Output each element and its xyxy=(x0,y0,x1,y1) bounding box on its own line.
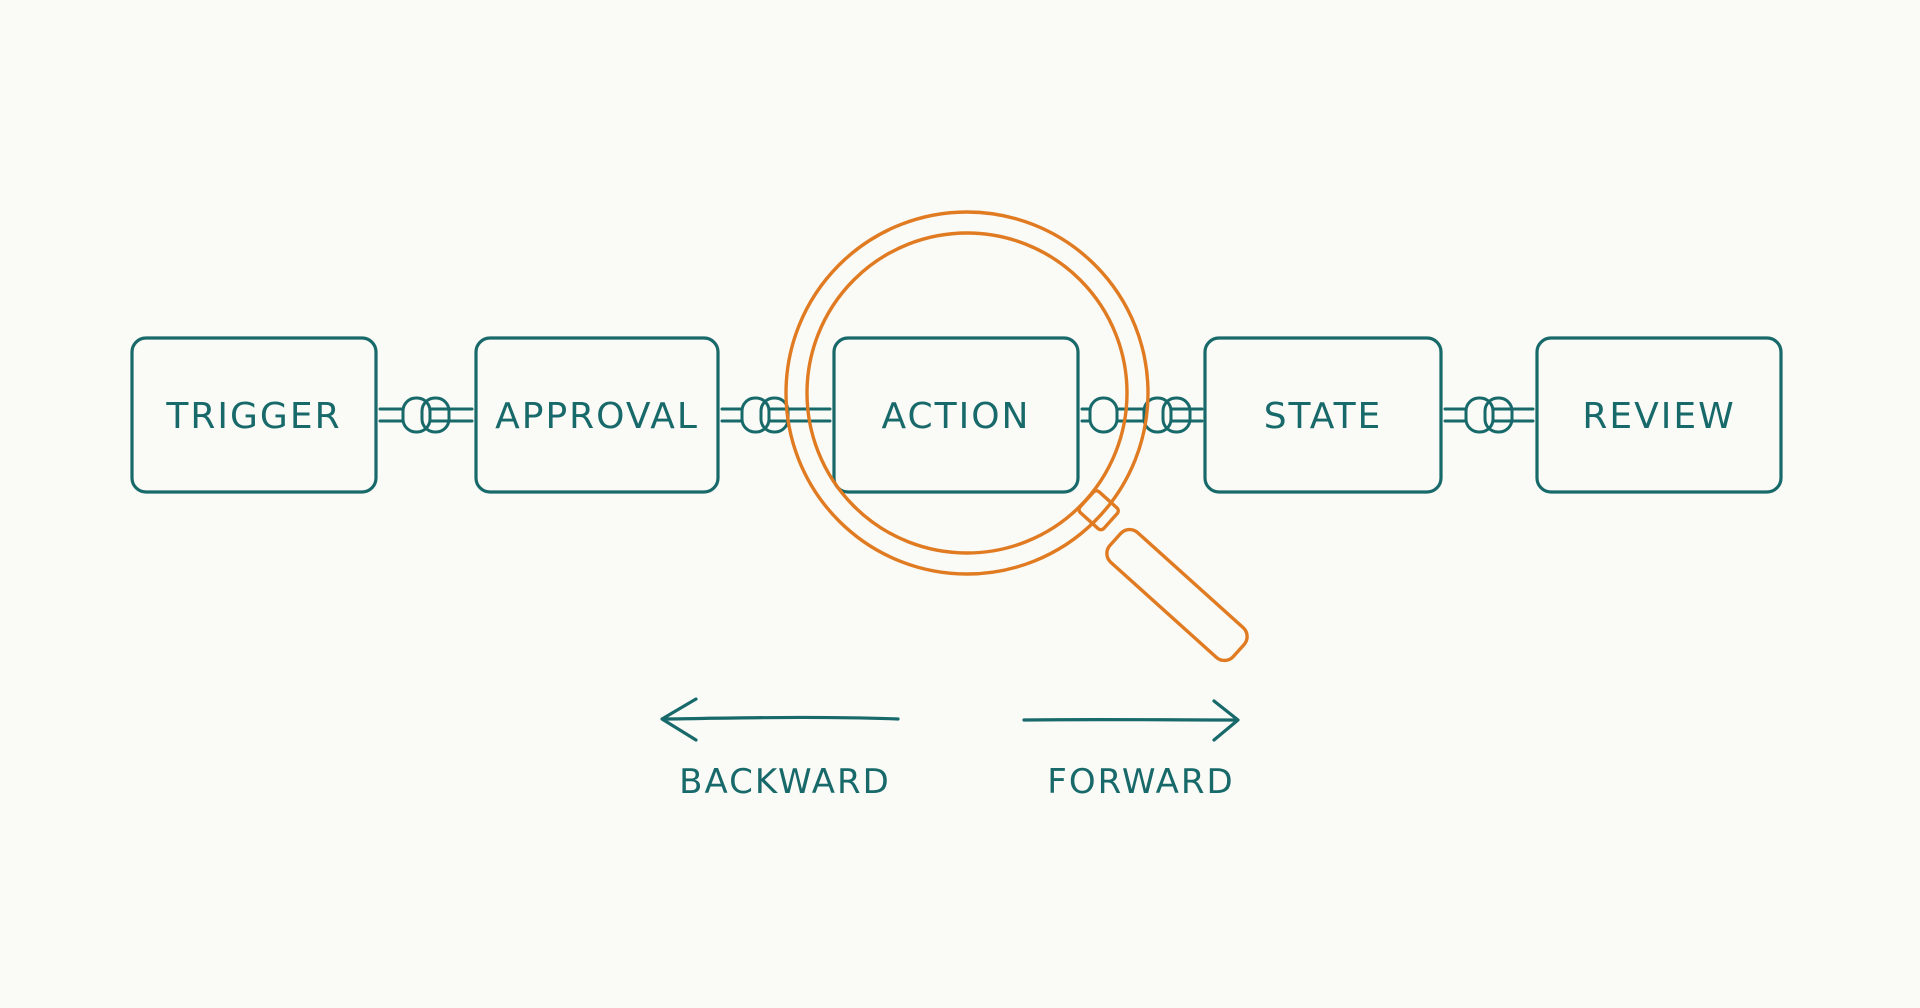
handle-neck xyxy=(1077,489,1120,532)
magnifying-glass-icon xyxy=(784,210,1249,663)
step-box xyxy=(1203,336,1443,494)
step-box xyxy=(1535,336,1783,494)
arrow-left-head xyxy=(660,697,698,742)
step-label: STATE xyxy=(1264,396,1383,437)
step-trigger: TRIGGER xyxy=(130,336,378,494)
backward-label: BACKWARD xyxy=(679,762,891,802)
forward-direction: FORWARD xyxy=(1022,699,1240,802)
step-action: ACTION xyxy=(832,336,1080,494)
arrow-right-head xyxy=(1212,699,1240,742)
arrow-left-icon xyxy=(662,715,900,721)
step-state: STATE xyxy=(1203,336,1443,494)
step-label: ACTION xyxy=(881,396,1030,437)
step-box xyxy=(474,336,720,494)
chain-link-icon xyxy=(1080,396,1204,434)
chain-link-icon xyxy=(1443,396,1535,434)
lens-outer-ring xyxy=(784,210,1150,576)
step-label: REVIEW xyxy=(1582,396,1735,437)
backward-direction: BACKWARD xyxy=(660,697,900,802)
step-box xyxy=(832,336,1080,494)
step-review: REVIEW xyxy=(1535,336,1783,494)
chain-link-icon xyxy=(378,396,474,434)
handle-grip xyxy=(1105,527,1249,663)
step-box xyxy=(130,336,378,494)
step-approval: APPROVAL xyxy=(474,336,720,494)
forward-label: FORWARD xyxy=(1047,762,1234,802)
lens-inner-ring xyxy=(805,231,1129,555)
step-label: APPROVAL xyxy=(495,396,699,437)
step-label: TRIGGER xyxy=(165,396,341,437)
chain-link-icon xyxy=(720,396,832,434)
